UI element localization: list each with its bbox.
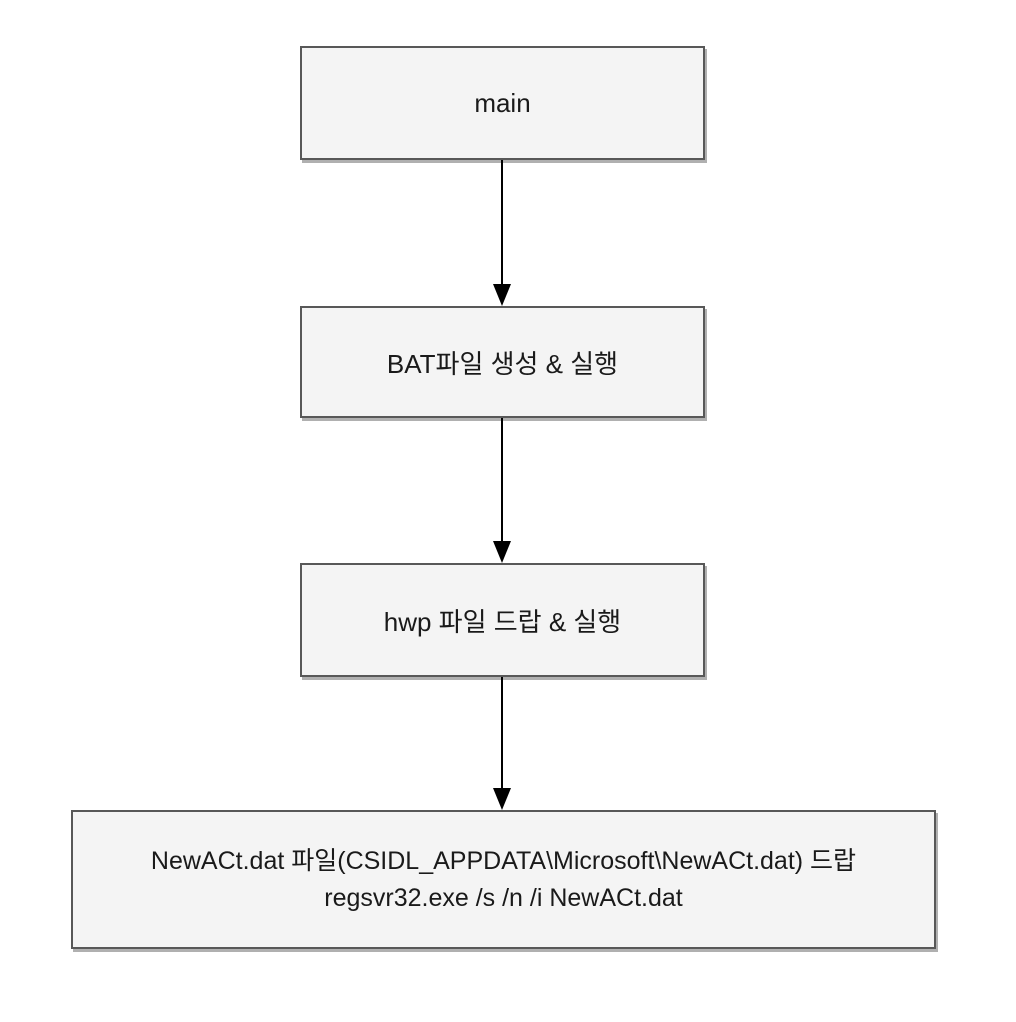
arrow-down-icon xyxy=(493,788,511,810)
arrow-line xyxy=(501,677,503,788)
arrow-line xyxy=(501,418,503,541)
arrow-line xyxy=(501,160,503,284)
arrow-down-icon xyxy=(493,541,511,563)
flow-node-hwp-file-label: hwp 파일 드랍 & 실행 xyxy=(383,606,622,637)
flow-node-hwp-file: hwp 파일 드랍 & 실행 xyxy=(300,563,705,677)
arrow-bat-to-hwp xyxy=(492,418,512,563)
arrow-down-icon xyxy=(493,284,511,306)
flow-node-bat-file-label: BAT파일 생성 & 실행 xyxy=(386,348,619,379)
arrow-main-to-bat xyxy=(492,160,512,306)
flow-node-newact-dat: NewACt.dat 파일(CSIDL_APPDATA\Microsoft\Ne… xyxy=(71,810,936,949)
flow-node-main: main xyxy=(300,46,705,160)
flow-node-main-label: main xyxy=(474,87,531,118)
flow-node-bat-file: BAT파일 생성 & 실행 xyxy=(300,306,705,418)
flow-node-newact-dat-label-line2: regsvr32.exe /s /n /i NewACt.dat xyxy=(324,883,683,912)
arrow-hwp-to-newact xyxy=(492,677,512,810)
flow-node-newact-dat-label-line1: NewACt.dat 파일(CSIDL_APPDATA\Microsoft\Ne… xyxy=(150,846,857,875)
